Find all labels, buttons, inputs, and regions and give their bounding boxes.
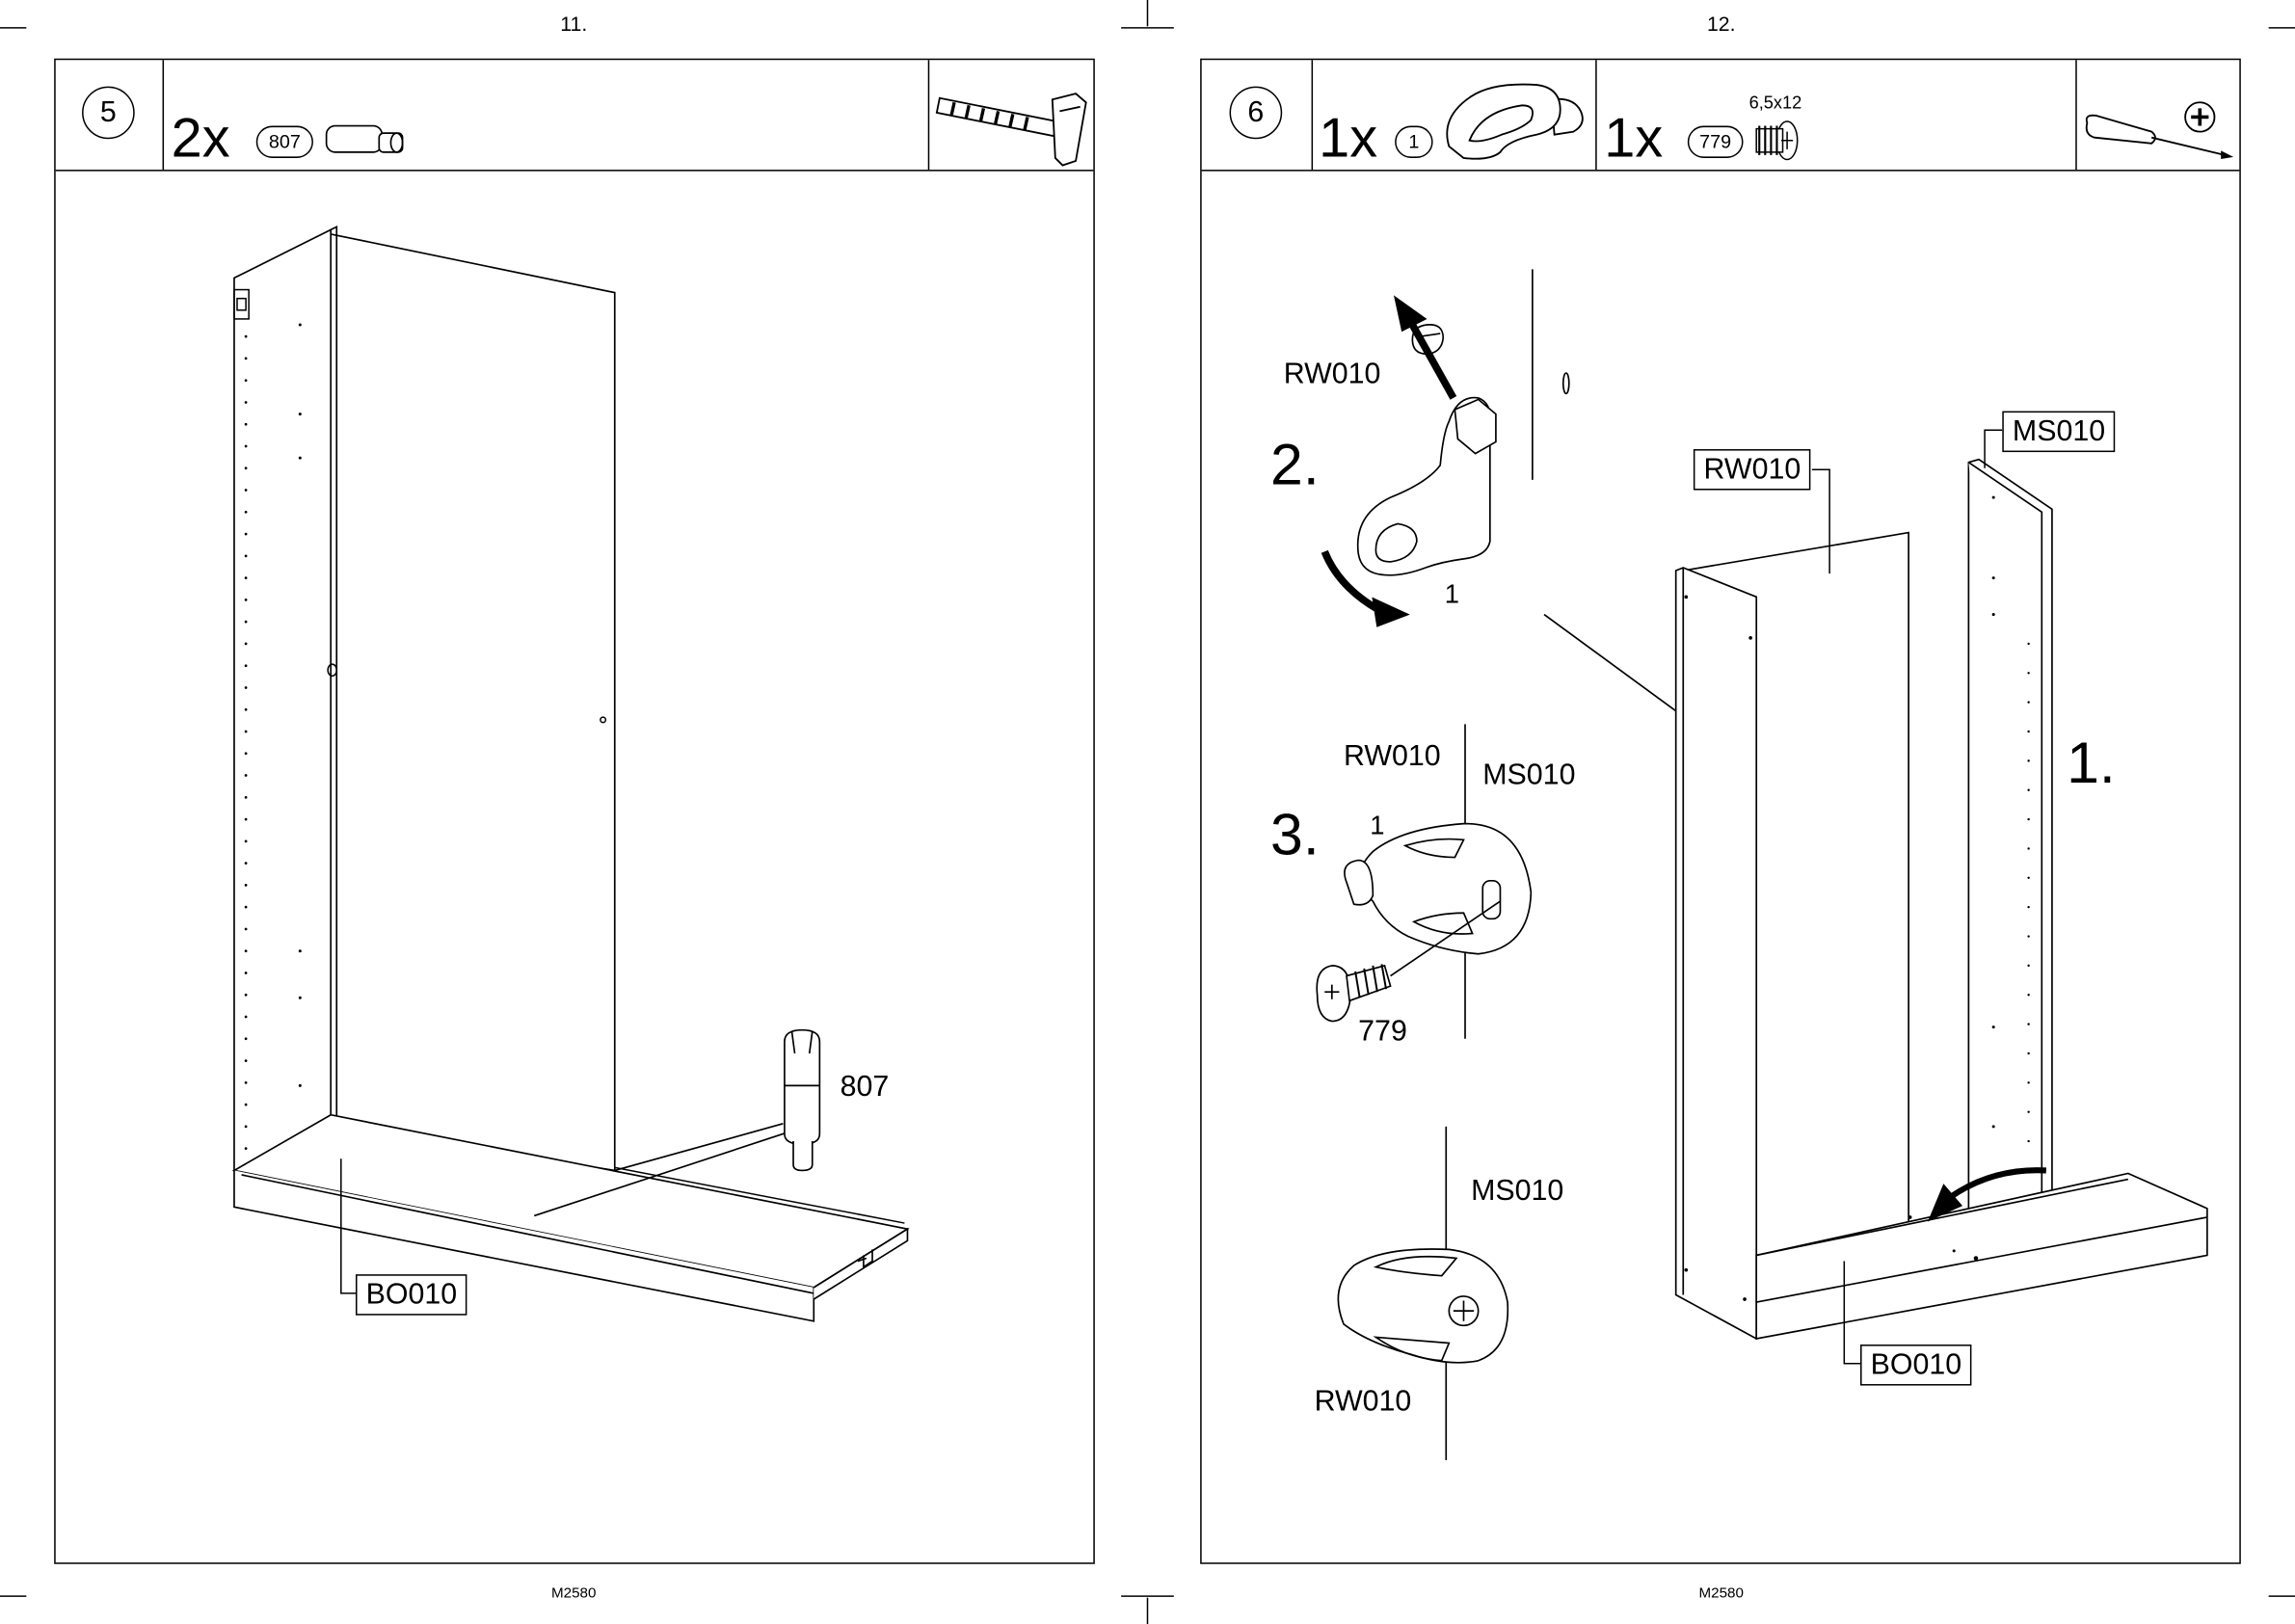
side-panel-ms010 — [1968, 460, 2052, 1211]
ms010-leader — [1985, 430, 2002, 467]
final-rw010-label: RW010 — [1315, 1386, 1412, 1420]
final-ms010-label: MS010 — [1471, 1175, 1563, 1209]
step3-part-label: 1 — [1370, 811, 1384, 841]
side-panel-rw010 — [1676, 568, 1757, 1339]
connector-bracket-icon — [1447, 85, 1583, 159]
bo010-box-label: BO010 — [1860, 1344, 1972, 1386]
step2-rw010-label: RW010 — [1284, 359, 1381, 392]
step3-ms010-label: MS010 — [1482, 759, 1575, 793]
removal-arrow-icon — [1395, 297, 1454, 398]
phillips-head-icon — [2185, 102, 2214, 131]
substep-3-number: 3. — [1270, 803, 1320, 868]
substep-2-number: 2. — [1270, 433, 1320, 498]
step3-rw010-label: RW010 — [1344, 740, 1441, 774]
step3-screw-label: 779 — [1358, 1016, 1407, 1050]
rw010-box-label: RW010 — [1694, 449, 1811, 491]
step2-part-label: 1 — [1445, 579, 1459, 610]
ms010-box-label: MS010 — [2002, 412, 2115, 453]
substep-2-drawing — [1358, 269, 1569, 574]
substep-1-number: 1. — [2067, 732, 2116, 797]
screw-779-icon — [1756, 121, 1798, 159]
phillips-screwdriver-icon — [2087, 116, 2230, 158]
